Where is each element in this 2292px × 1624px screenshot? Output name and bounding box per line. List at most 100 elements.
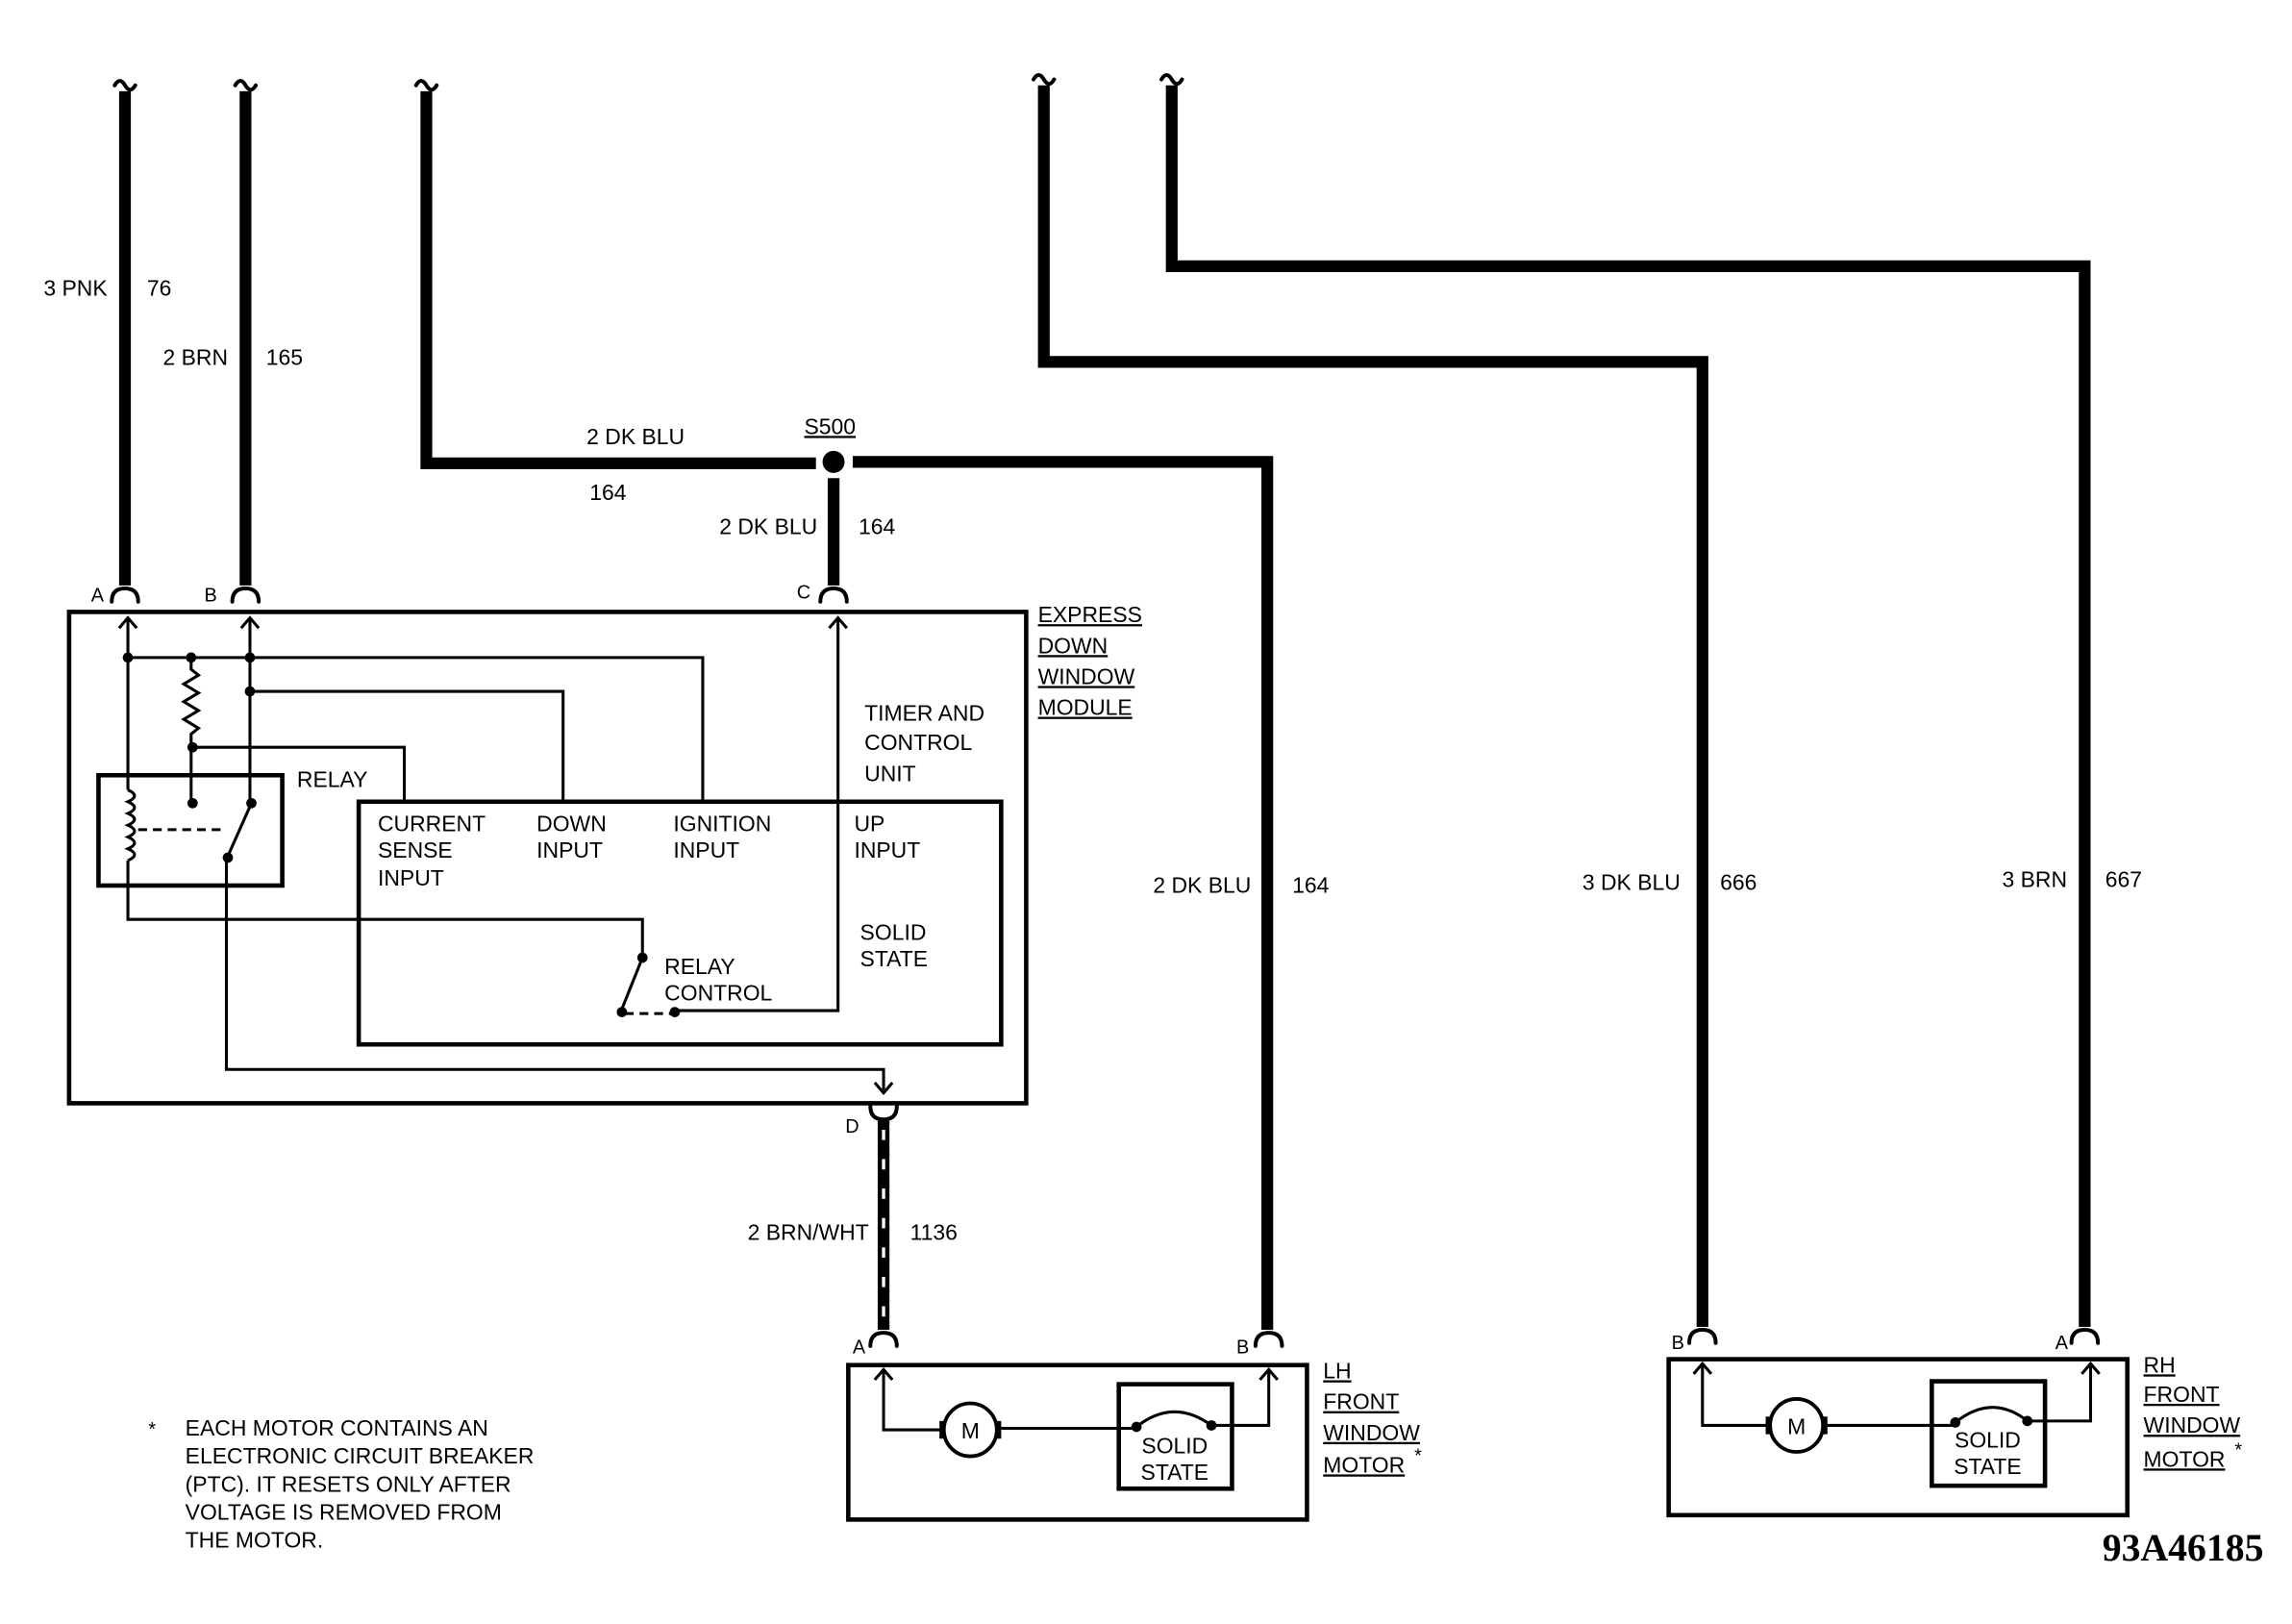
wire-color-label: 2 BRN xyxy=(162,344,228,369)
contact-dot xyxy=(636,952,648,963)
wire-circuit-label: 164 xyxy=(859,513,896,538)
module-name-line: EXPRESS xyxy=(1038,602,1142,627)
rh-motor-trace xyxy=(2027,1364,2093,1423)
solid-state-label: SOLID xyxy=(1141,1434,1208,1459)
wire-circuit-label: 667 xyxy=(2105,867,2142,892)
motor-brush-icon xyxy=(1821,1416,1828,1435)
footnote-line: ELECTRONIC CIRCUIT BREAKER xyxy=(186,1443,535,1468)
wire-color-label: 2 BRN/WHT xyxy=(748,1220,869,1245)
relay-control-label: RELAY xyxy=(664,954,735,979)
terminal-letter: B xyxy=(1672,1333,1684,1354)
contact-dot xyxy=(187,797,198,809)
down-input-label: INPUT xyxy=(536,837,603,862)
timer-unit-label: CONTROL xyxy=(864,730,972,755)
motor-symbol: M xyxy=(1787,1414,1806,1439)
contact-dot xyxy=(616,1007,628,1017)
rh-motor-name-line: RH xyxy=(2144,1352,2176,1377)
timer-unit-label: UNIT xyxy=(864,761,916,786)
footnote-marker: * xyxy=(148,1419,156,1440)
wire-color-label: 2 DK BLU xyxy=(586,424,685,449)
pigtail-icon xyxy=(1159,73,1184,87)
module-outline xyxy=(66,610,1029,1106)
male-terminal-icon xyxy=(1258,1366,1280,1382)
timer-unit-label: TIMER AND xyxy=(864,701,984,726)
motor-symbol: M xyxy=(961,1418,980,1443)
terminal-letter: A xyxy=(853,1337,866,1358)
solid-state-box xyxy=(356,799,1004,1047)
male-terminal-icon xyxy=(873,1082,894,1096)
lh-motor-name-line: MOTOR xyxy=(1323,1452,1405,1477)
contact-dot xyxy=(246,797,257,809)
splice-label: S500 xyxy=(804,413,856,438)
lh-motor-name-line: WINDOW xyxy=(1323,1420,1420,1445)
relay-switch-arm-icon xyxy=(226,802,253,858)
relay-control-switch-icon xyxy=(620,957,644,1011)
trace-up-input xyxy=(676,619,840,1012)
down-input-label: DOWN xyxy=(536,811,607,836)
contact-dot xyxy=(1131,1421,1142,1433)
male-terminal-icon xyxy=(873,1366,894,1382)
rh-motor-name-line: FRONT xyxy=(2144,1382,2220,1407)
pigtail-icon xyxy=(1032,73,1057,87)
lh-solid-state-box xyxy=(1116,1382,1234,1491)
solid-state-label: SOLID xyxy=(860,920,927,945)
trace-coil-to-relay-control xyxy=(126,860,644,958)
lh-motor-name-line: LH xyxy=(1323,1359,1351,1384)
male-terminal-icon xyxy=(117,615,138,630)
wire-circuit-label: 1136 xyxy=(910,1220,958,1245)
female-connector-icon xyxy=(868,1331,899,1348)
terminal-letter: D xyxy=(845,1116,859,1137)
lh-motor-trace xyxy=(1211,1370,1271,1427)
module-name-line: MODULE xyxy=(1038,695,1133,720)
splice-s500-dot xyxy=(817,446,850,478)
up-input-label: UP xyxy=(854,811,884,836)
rh-motor-trace xyxy=(1701,1364,1771,1427)
pigtail-icon xyxy=(112,79,137,92)
ignition-input-label: INPUT xyxy=(673,837,739,862)
ignition-input-label: IGNITION xyxy=(673,811,771,836)
rh-motor-outline xyxy=(1666,1357,2130,1518)
module-name-line: DOWN xyxy=(1038,633,1109,658)
wire-brn-667 xyxy=(1165,85,2091,1327)
motor-brush-icon xyxy=(995,1420,1002,1439)
relay-coil-icon xyxy=(124,788,137,862)
motor-brush-icon xyxy=(939,1420,946,1439)
wire-color-label: 3 DK BLU xyxy=(1582,870,1681,895)
current-sense-input-label: INPUT xyxy=(378,865,444,890)
terminal-letter: B xyxy=(1236,1337,1249,1358)
circuit-breaker-icon xyxy=(1954,1406,2029,1424)
male-terminal-icon xyxy=(828,615,848,630)
resistor-icon xyxy=(181,657,202,804)
wire-dkblu-666 xyxy=(1037,85,1708,1327)
junction-dot xyxy=(244,686,256,697)
wire-color-label: 3 PNK xyxy=(43,276,108,301)
wire-circuit-label: 164 xyxy=(589,480,627,505)
current-sense-input-label: CURRENT xyxy=(378,811,486,836)
female-connector-icon xyxy=(868,1104,899,1122)
female-connector-icon xyxy=(1687,1328,1718,1345)
terminal-letter: A xyxy=(2055,1333,2069,1354)
female-connector-icon xyxy=(110,586,140,604)
wire-circuit-label: 76 xyxy=(147,276,172,301)
female-connector-icon xyxy=(2069,1328,2101,1345)
note-mark: * xyxy=(1414,1446,1422,1467)
terminal-letter: C xyxy=(797,583,810,604)
wire-color-label: 2 DK BLU xyxy=(719,513,817,538)
female-connector-icon xyxy=(1253,1331,1284,1348)
footnote-line: THE MOTOR. xyxy=(186,1527,324,1552)
contact-dot xyxy=(1950,1417,1961,1428)
wire-circuit-label: 164 xyxy=(1292,873,1330,898)
female-connector-icon xyxy=(230,586,262,604)
contact-dot xyxy=(222,852,234,863)
relay-label: RELAY xyxy=(297,766,368,791)
trace-down-input xyxy=(249,689,565,802)
pigtail-icon xyxy=(413,79,439,92)
wire-circuit-label: 666 xyxy=(1720,870,1756,895)
male-terminal-icon xyxy=(1692,1361,1713,1375)
trace-terminal-d xyxy=(224,859,885,1090)
junction-dot xyxy=(186,652,197,663)
lh-motor-name-line: FRONT xyxy=(1323,1389,1399,1414)
wire-circuit-label: 165 xyxy=(266,344,303,369)
figure-id: 93A46185 xyxy=(2103,1527,2264,1569)
